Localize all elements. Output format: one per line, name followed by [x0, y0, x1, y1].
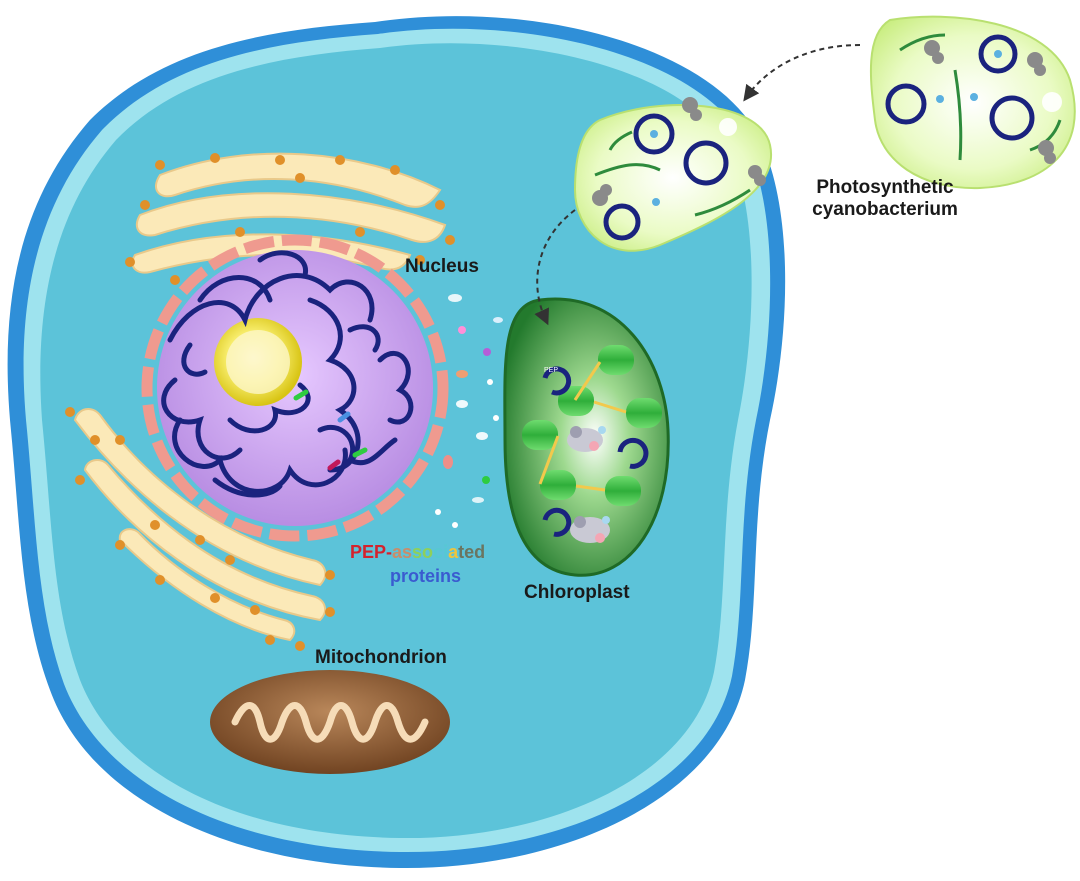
label-chloroplast: Chloroplast: [524, 582, 630, 603]
chloroplast-dna-rings: [542, 366, 649, 537]
pep-tag: PEP: [544, 367, 558, 374]
label-pep-part-b: as: [392, 542, 413, 562]
label-cyanobacterium: Photosynthetic cyanobacterium: [800, 177, 970, 221]
label-pep-part-d: ci: [433, 542, 449, 562]
nucleus: [141, 234, 449, 542]
label-pep-associated-proteins: PEP-associated proteins: [350, 540, 540, 588]
mitochondrion: [210, 670, 450, 774]
chromatin: [161, 250, 414, 498]
chloroplast: PEP: [503, 297, 670, 577]
endosymbiosis-arrow: [534, 209, 576, 326]
label-nucleus: Nucleus: [405, 256, 479, 277]
protein-particles: [435, 294, 503, 528]
label-pep-part-f: ted: [458, 542, 486, 562]
thylakoid-stacks: [522, 345, 662, 506]
label-pep-proteins: proteins: [390, 566, 462, 586]
label-mitochondrion: Mitochondrion: [315, 647, 447, 668]
label-cyanobacterium-line1: Photosynthetic: [816, 177, 954, 198]
cyanobacterium-free: [869, 15, 1076, 190]
cyanobacterium-engulfed: [573, 97, 773, 252]
engulfment-arrow: [743, 44, 861, 102]
label-pep-part-c: so: [412, 542, 434, 562]
label-pep-part-a: PEP-: [350, 542, 393, 562]
label-cyanobacterium-line2: cyanobacterium: [812, 199, 958, 220]
pep-complexes: [567, 426, 610, 543]
golgi-bottom: [65, 407, 335, 651]
label-pep-part-e: a: [448, 542, 459, 562]
gene-markers: [293, 389, 368, 471]
